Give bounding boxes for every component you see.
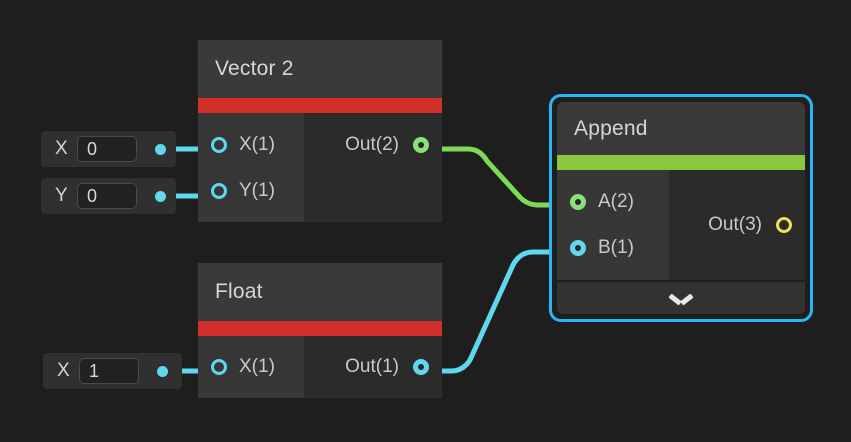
input-port-column: X(1) Y(1) bbox=[198, 113, 304, 222]
port-row-input-y1[interactable]: Y(1) bbox=[198, 168, 304, 214]
connector-dot-icon[interactable] bbox=[155, 190, 166, 202]
port-dot-icon[interactable] bbox=[570, 240, 586, 256]
node-title-append: Append bbox=[557, 102, 805, 155]
node-accent-bar bbox=[198, 98, 442, 113]
port-row-input-a2[interactable]: A(2) bbox=[557, 179, 669, 225]
input-port-column: A(2) B(1) bbox=[557, 170, 669, 280]
port-row-input-x1[interactable]: X(1) bbox=[198, 344, 304, 390]
connector-dot-icon[interactable] bbox=[157, 365, 168, 377]
port-label: A(2) bbox=[598, 191, 634, 212]
port-dot-icon[interactable] bbox=[413, 136, 429, 153]
port-dot-icon[interactable] bbox=[211, 359, 227, 375]
input-widget-label: Y bbox=[55, 185, 68, 206]
port-dot-icon[interactable] bbox=[776, 217, 792, 233]
port-label: Out(2) bbox=[345, 133, 399, 155]
output-port-column: Out(2) bbox=[304, 113, 442, 222]
port-label: Out(1) bbox=[345, 356, 399, 377]
port-label: X(1) bbox=[239, 133, 275, 155]
port-dot-icon[interactable] bbox=[211, 182, 227, 199]
port-dot-icon[interactable] bbox=[413, 359, 429, 375]
node-vector2[interactable]: Vector 2 X(1) Y(1) Out(2) bbox=[198, 40, 442, 222]
port-row-output-out2[interactable]: Out(2) bbox=[345, 122, 442, 168]
input-port-column: X(1) bbox=[198, 336, 304, 398]
node-append[interactable]: Append A(2) B(1) Out(3) bbox=[549, 94, 813, 322]
input-widget-vector2-x[interactable]: X 0 bbox=[41, 131, 176, 167]
port-dot-icon[interactable] bbox=[211, 136, 227, 153]
node-float[interactable]: Float X(1) Out(1) bbox=[198, 263, 442, 398]
chevron-down-icon[interactable] bbox=[670, 292, 692, 304]
port-label: Out(3) bbox=[708, 214, 762, 235]
node-accent-bar bbox=[198, 321, 442, 336]
output-port-column: Out(3) bbox=[669, 170, 805, 280]
port-row-input-x1[interactable]: X(1) bbox=[198, 122, 304, 168]
port-dot-icon[interactable] bbox=[570, 194, 586, 210]
input-widget-label: X bbox=[57, 360, 70, 381]
node-accent-bar bbox=[557, 155, 805, 170]
connector-dot-icon[interactable] bbox=[155, 143, 166, 155]
output-port-column: Out(1) bbox=[304, 336, 442, 398]
port-label: X(1) bbox=[239, 356, 275, 377]
port-label: Y(1) bbox=[239, 179, 275, 201]
node-expander-footer[interactable] bbox=[557, 280, 805, 314]
input-widget-label: X bbox=[55, 138, 68, 159]
node-title-vector2: Vector 2 bbox=[198, 40, 442, 98]
input-widget-value-field[interactable]: 0 bbox=[77, 183, 137, 209]
port-label: B(1) bbox=[598, 237, 634, 258]
input-widget-float-x[interactable]: X 1 bbox=[43, 353, 182, 389]
node-title-float: Float bbox=[198, 263, 442, 321]
port-row-output-out1[interactable]: Out(1) bbox=[345, 344, 442, 390]
input-widget-value-field[interactable]: 0 bbox=[77, 136, 137, 162]
input-widget-vector2-y[interactable]: Y 0 bbox=[41, 178, 176, 214]
input-widget-value-field[interactable]: 1 bbox=[79, 358, 139, 384]
port-row-output-out3[interactable]: Out(3) bbox=[708, 202, 805, 248]
port-row-input-b1[interactable]: B(1) bbox=[557, 225, 669, 271]
